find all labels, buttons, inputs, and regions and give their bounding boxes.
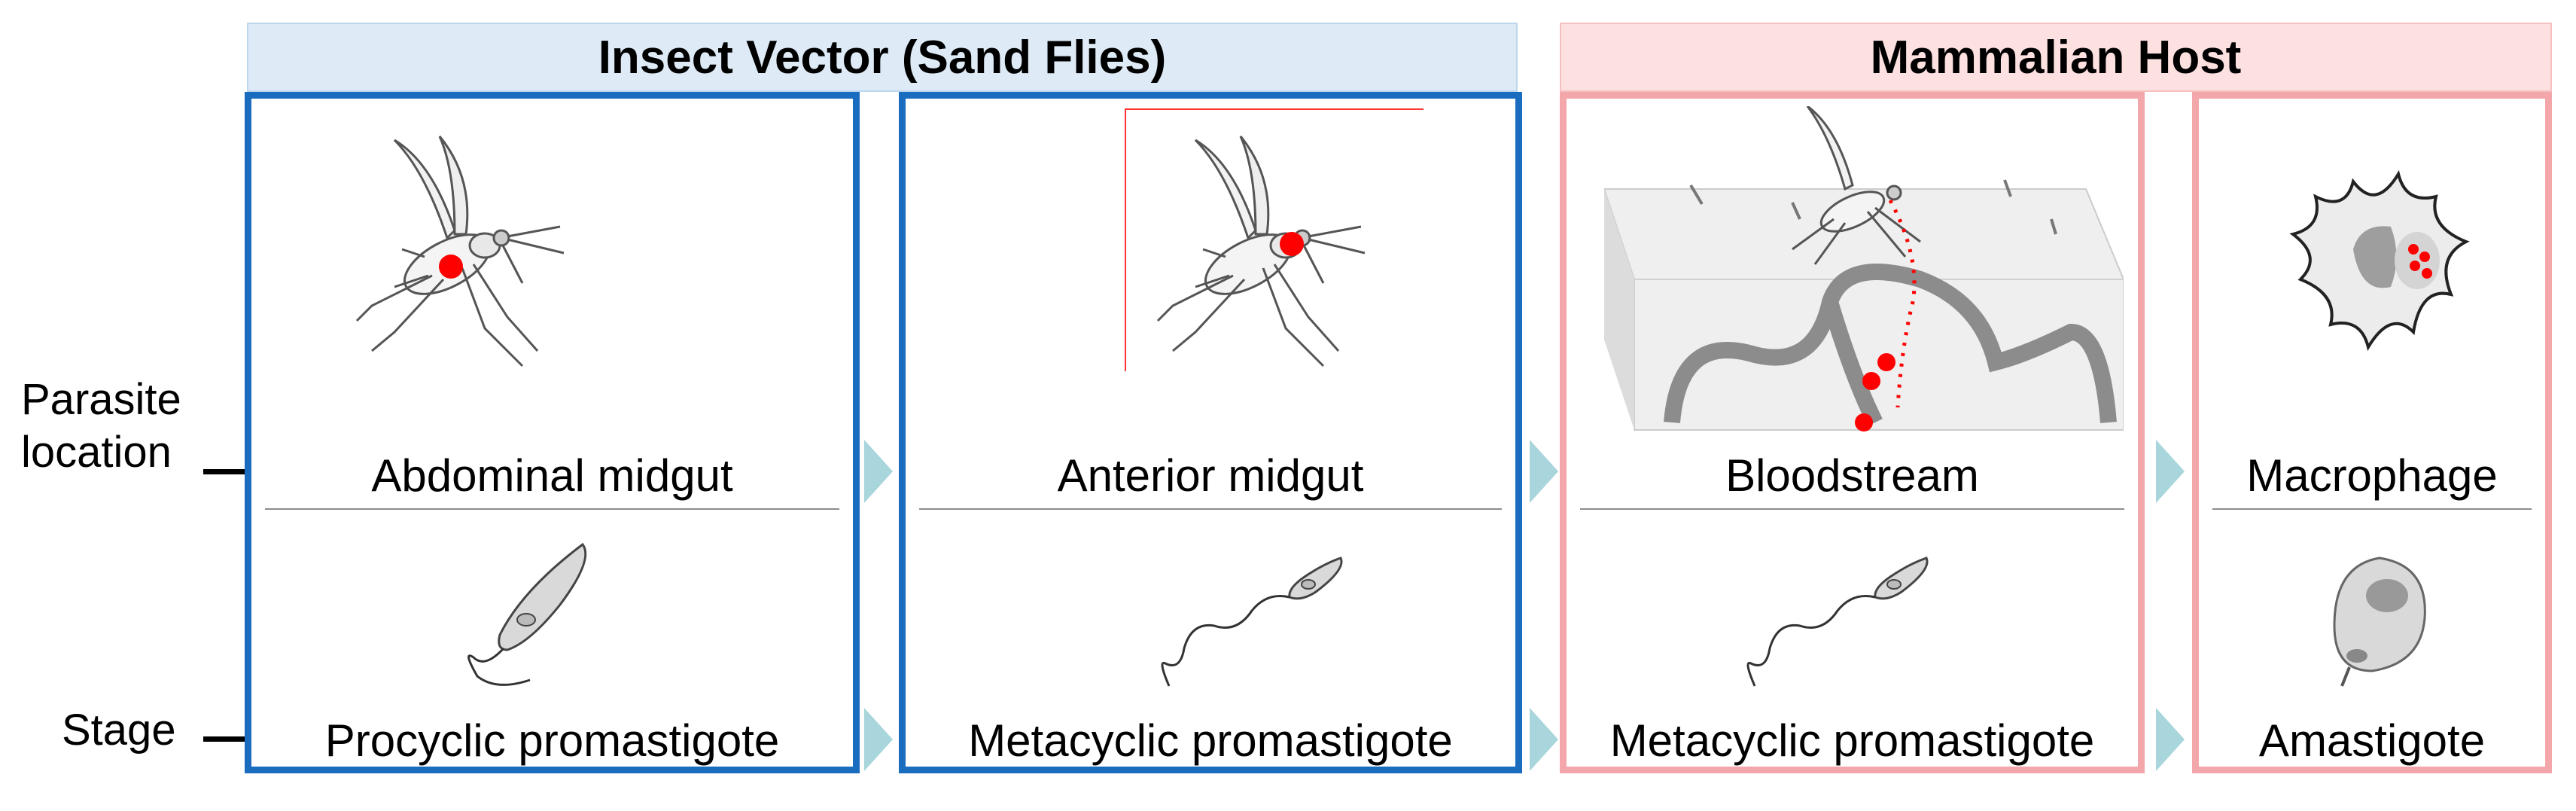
transition-arrow [1530,708,1558,771]
row-label-location-line2: location [21,428,172,477]
stage-label: Procyclic promastigote [324,715,780,766]
divider [2212,508,2532,510]
transition-arrow [1530,440,1558,503]
panel-bloodstream: Bloodstream Metacyclic promastigote [1560,92,2145,773]
location-label: Abdominal midgut [371,450,733,501]
transition-arrow [2156,440,2185,503]
parasite-dot [1862,372,1880,390]
row-label-parasite-location: Parasite location [21,373,181,479]
transition-arrow [864,708,893,771]
stage-label: Metacyclic promastigote [1609,715,2095,766]
parasite-dot [1877,353,1895,371]
amastigote-illustration [2333,556,2426,687]
parasite-dot [1855,413,1873,431]
sand-fly-illustration [1156,136,1366,367]
row-label-location-line1: Parasite [21,375,181,424]
skin-tissue-illustration [1604,106,2124,431]
procyclic-promastigote-illustration [467,542,587,686]
parasite-location-dot [1280,232,1304,256]
location-label: Macrophage [2246,450,2498,501]
divider [1580,508,2124,510]
row-label-stage: Stage [62,706,176,755]
stage-label: Amastigote [2258,715,2486,766]
sand-fly-illustration [355,136,565,367]
divider [919,508,1502,510]
mammalian-host-header: Mammalian Host [1560,23,2552,92]
panel-anterior-midgut: Anterior midgut Metacyclic promastigote [899,92,1522,773]
metacyclic-promastigote-illustration [1746,556,1929,687]
red-frame-lines [1125,108,1423,371]
stage-tick [203,736,245,742]
location-label: Anterior midgut [1057,450,1364,501]
transition-arrow [864,440,893,503]
location-tick [203,469,245,474]
location-label: Bloodstream [1725,450,1979,501]
stage-label: Metacyclic promastigote [968,715,1453,766]
divider [265,508,839,510]
metacyclic-promastigote-illustration [1161,556,1343,687]
parasite-location-dot [439,255,463,279]
panel-abdominal-midgut: Abdominal midgut Procyclic promastigote [245,92,860,773]
macrophage-illustration [2289,169,2470,352]
transition-arrow [2156,708,2185,771]
panel-macrophage: Macrophage Amastigote [2192,92,2552,773]
insect-vector-header: Insect Vector (Sand Flies) [247,23,1518,92]
